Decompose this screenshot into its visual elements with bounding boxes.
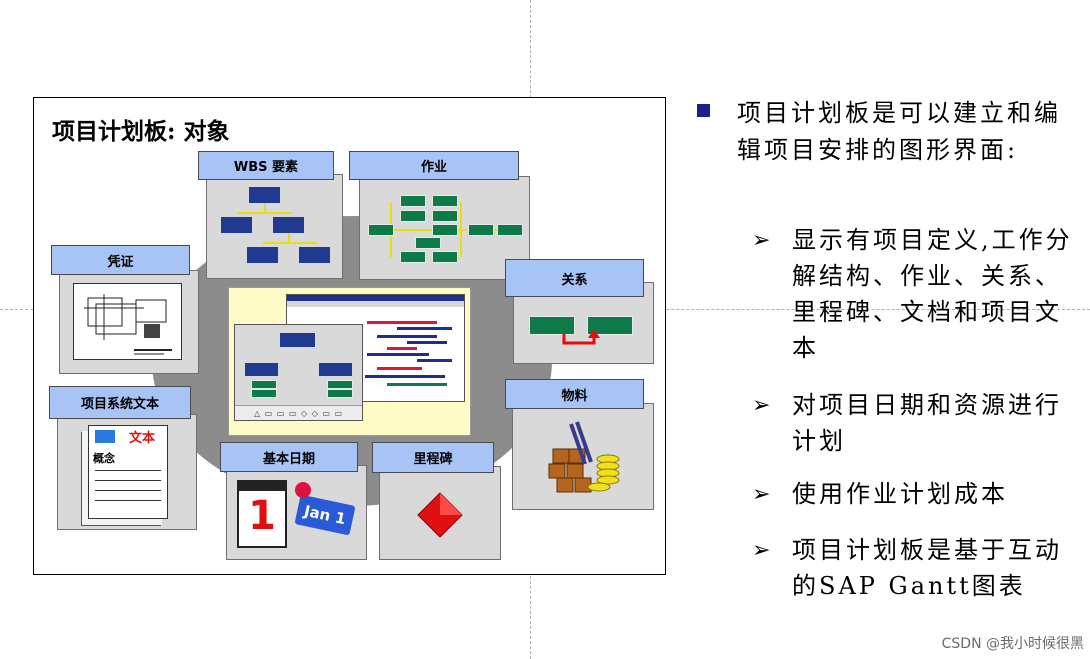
gantt-bar [367, 353, 429, 356]
activity-label: 作业 [349, 151, 519, 180]
sub-bullet-text: 项目计划板是基于互动的SAP Gantt图表 [792, 536, 1062, 600]
gantt-bar [417, 359, 452, 362]
text-icon-concept: 概念 [93, 452, 115, 465]
toolbar: △ ▭ ▭ ▭ ◇ ◇ ▭ ▭ [235, 405, 362, 420]
text-document-icon: 文本 概念 [88, 425, 168, 519]
arrow-bullet-icon: ➢ [752, 228, 771, 253]
calendar-digit: 1 [248, 493, 276, 539]
activity-node [251, 389, 277, 398]
activity-node [432, 195, 458, 207]
main-bullet-text: 项目计划板是可以建立和编辑项目安排的图形界面: [737, 99, 1061, 164]
gantt-bar [397, 327, 452, 330]
wbs-window: △ ▭ ▭ ▭ ◇ ◇ ▭ ▭ [234, 324, 363, 421]
activity-node [400, 251, 426, 263]
sub-bullet: ➢ 显示有项目定义,工作分解结构、作业、关系、里程碑、文档和项目文本 [752, 222, 1087, 366]
activity-node [368, 224, 394, 236]
wbs-node [221, 217, 252, 233]
sub-bullet: ➢ 使用作业计划成本 [752, 476, 1087, 512]
activity-node [432, 210, 458, 222]
gantt-bar [387, 383, 447, 386]
main-bullet: 项目计划板是可以建立和编辑项目安排的图形界面: [697, 95, 1077, 169]
connector-line [264, 203, 266, 213]
material-stock-icon [548, 421, 620, 493]
document-panel [59, 270, 199, 374]
gantt-bar [407, 341, 447, 344]
relationship-node [529, 316, 575, 335]
sub-bullet-text: 对项目日期和资源进行计划 [792, 391, 1062, 455]
pushpin-icon [295, 482, 311, 498]
wbs-label: WBS 要素 [198, 151, 334, 180]
milestone-diamond-icon [417, 492, 463, 538]
activity-node [327, 389, 353, 398]
activity-node [497, 224, 523, 236]
watermark: CSDN @我小时候很黑 [941, 636, 1084, 652]
activity-node [251, 380, 277, 389]
document-label: 凭证 [51, 245, 190, 275]
calendar-icon: 1 [237, 480, 287, 548]
gantt-bar [367, 321, 437, 324]
connector-line [288, 233, 290, 243]
relationship-arrow-icon [562, 329, 600, 345]
wbs-node [299, 247, 330, 263]
arrow-bullet-icon: ➢ [752, 482, 771, 507]
relationship-label: 关系 [505, 259, 644, 297]
sub-bullet-text: 使用作业计划成本 [792, 480, 1008, 508]
connector-line [237, 212, 292, 214]
activity-node [468, 224, 494, 236]
calendar-tag: Jan 1 [294, 494, 356, 536]
activity-node [400, 195, 426, 207]
milestone-panel [379, 466, 501, 560]
wbs-node [249, 187, 280, 203]
activity-node [415, 237, 441, 249]
milestone-label: 里程碑 [372, 442, 494, 473]
sub-bullet: ➢ 对项目日期和资源进行计划 [752, 387, 1087, 459]
ps-text-panel: 文本 概念 [57, 414, 197, 530]
material-label: 物料 [505, 379, 644, 409]
wbs-node [273, 217, 304, 233]
wbs-node [245, 363, 278, 376]
square-bullet-icon [697, 104, 710, 117]
diagram-title: 项目计划板: 对象 [52, 118, 230, 145]
ps-text-label: 项目系统文本 [49, 386, 191, 419]
wbs-panel [206, 174, 343, 279]
material-panel [512, 403, 654, 510]
arrow-bullet-icon: ➢ [752, 393, 771, 418]
wbs-node [319, 363, 352, 376]
drawing-sheet [73, 283, 182, 360]
diagram-frame: 项目计划板: 对象 WBS 要素 作业 [33, 97, 666, 575]
basic-date-panel: 1 Jan 1 [226, 465, 367, 560]
sub-bullet: ➢ 项目计划板是基于互动的SAP Gantt图表 [752, 532, 1087, 604]
wbs-node [247, 247, 278, 263]
wbs-node [280, 333, 315, 347]
gantt-bar [387, 347, 417, 350]
activity-node [400, 210, 426, 222]
calendar-tag-text: Jan 1 [302, 501, 348, 529]
activity-node [432, 251, 458, 263]
connector-line [263, 242, 318, 244]
gantt-bar [377, 367, 422, 370]
technical-drawing-icon [84, 294, 172, 355]
gantt-bar [377, 335, 437, 338]
activity-node [327, 380, 353, 389]
text-icon-word: 文本 [129, 431, 156, 446]
activity-node [432, 224, 458, 236]
gantt-bar [365, 375, 445, 378]
activity-panel [359, 176, 530, 280]
arrow-bullet-icon: ➢ [752, 538, 771, 563]
relationship-node [587, 316, 633, 335]
basic-date-label: 基本日期 [220, 442, 358, 472]
sub-bullet-text: 显示有项目定义,工作分解结构、作业、关系、里程碑、文档和项目文本 [792, 226, 1073, 362]
